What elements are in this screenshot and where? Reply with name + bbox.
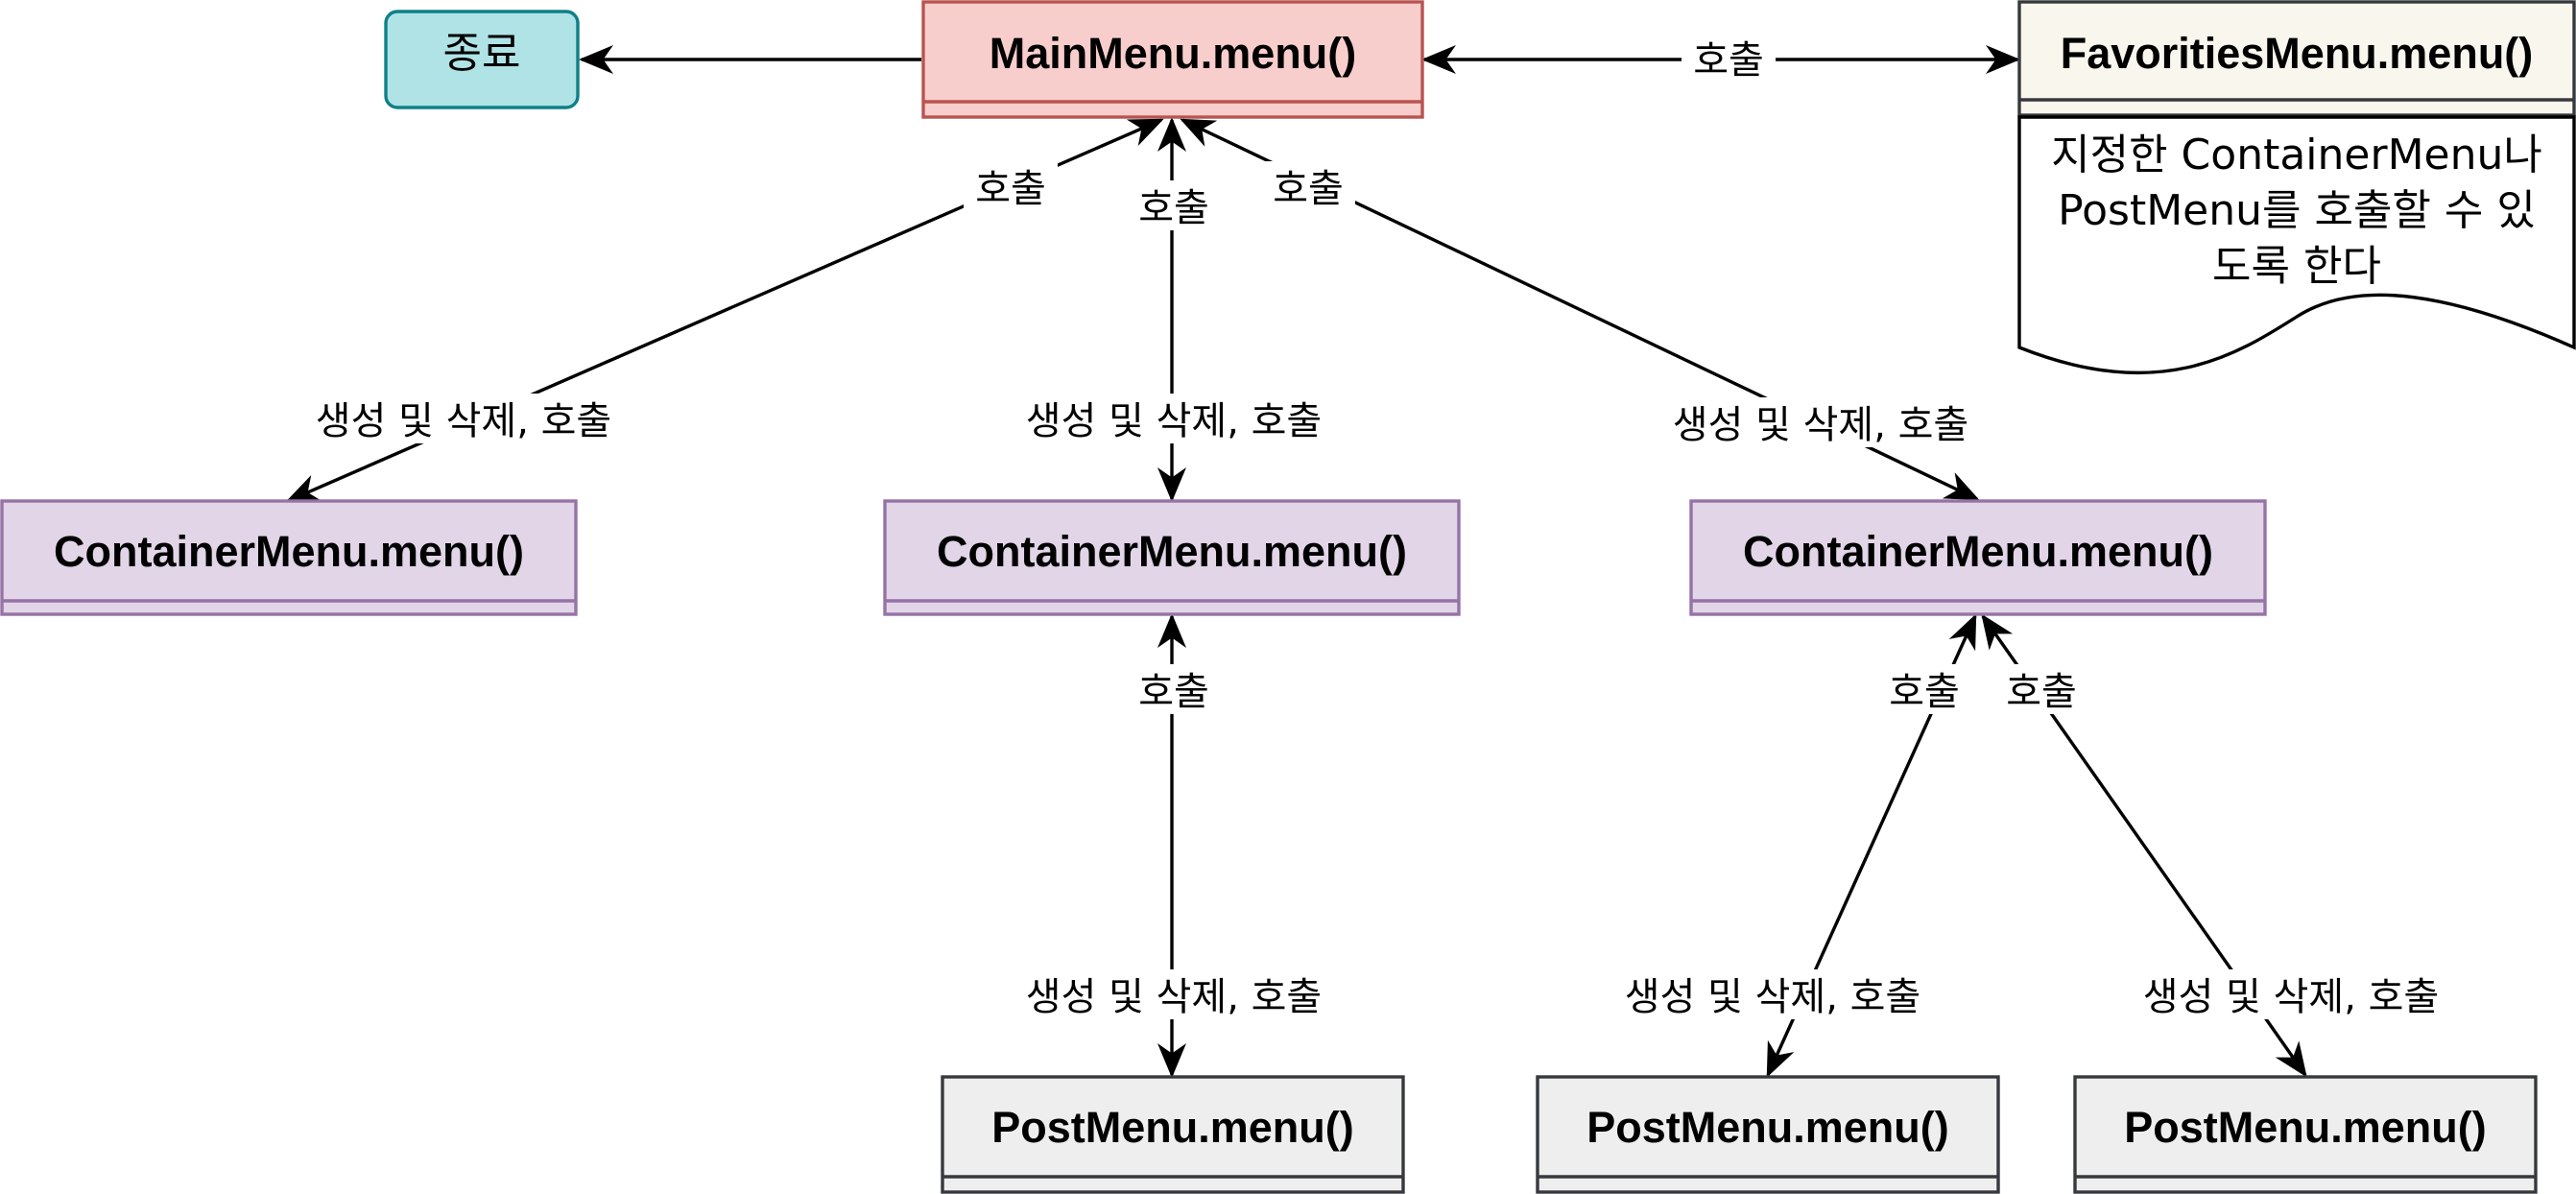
favorites-menu-label: FavoritiesMenu.menu()	[2061, 29, 2534, 78]
edge-labels: 호출 호출 생성 및 삭제, 호출 호출 생성 및 삭제, 호출 호출 생성 및…	[290, 35, 2465, 1019]
exit-node-box	[384, 10, 580, 109]
container-menu-node[interactable]: ContainerMenu.menu()	[0, 499, 578, 616]
edge-label-container-3-create: 생성 및 삭제, 호출	[1673, 403, 1968, 447]
edge-label-post-2-create: 생성 및 삭제, 호출	[1625, 975, 1920, 1019]
container-menu-box	[1689, 499, 2267, 616]
edge-label-post-3-call: 호출	[2006, 670, 2077, 714]
container-menu-node[interactable]: ContainerMenu.menu()	[883, 499, 1461, 616]
main-menu-node[interactable]: MainMenu.menu()	[921, 0, 1424, 119]
exit-node[interactable]: 종료	[384, 10, 580, 109]
main-menu-box	[921, 0, 1424, 119]
post-menu-node[interactable]: PostMenu.menu()	[2073, 1075, 2538, 1194]
edge-label-container-2-call: 호출	[1138, 186, 1209, 230]
container-menu-label: ContainerMenu.menu()	[1743, 527, 2213, 576]
container-menu-node[interactable]: ContainerMenu.menu()	[1689, 499, 2267, 616]
favorites-note-line-3: 도록 한다	[2212, 242, 2381, 291]
container-menu-label: ContainerMenu.menu()	[54, 527, 524, 576]
favorites-note-line-1: 지정한 ContainerMenu나	[2051, 131, 2542, 179]
edge-label-post-1-call: 호출	[1138, 670, 1209, 714]
exit-node-label: 종료	[443, 29, 521, 78]
favorites-note-shape	[2017, 115, 2576, 375]
post-menu-box	[1536, 1075, 2000, 1194]
post-menu-box	[2073, 1075, 2538, 1194]
container-menu-label: ContainerMenu.menu()	[937, 527, 1407, 576]
edge-label-container-3-call: 호출	[1273, 167, 1344, 211]
edge-label-post-3-create: 생성 및 삭제, 호출	[2143, 975, 2439, 1019]
favorites-note-line-2: PostMenu를 호출할 수 있	[2058, 186, 2536, 235]
edge-label-main-favorites: 호출	[1693, 38, 1764, 83]
post-menu-box	[941, 1075, 1405, 1194]
edge-label-container-1-call: 호출	[975, 167, 1046, 211]
edge-label-container-2-create: 생성 및 삭제, 호출	[1026, 399, 1322, 443]
post-menu-node[interactable]: PostMenu.menu()	[1536, 1075, 2000, 1194]
favorites-note: 지정한 ContainerMenu나 PostMenu를 호출할 수 있 도록 …	[2017, 115, 2576, 375]
edge-label-post-1-create: 생성 및 삭제, 호출	[1026, 975, 1322, 1019]
main-menu-label: MainMenu.menu()	[990, 29, 1356, 78]
favorites-menu-node[interactable]: FavoritiesMenu.menu()	[2017, 0, 2576, 117]
favorites-menu-box	[2017, 0, 2576, 117]
edge-label-post-2-call: 호출	[1889, 670, 1960, 714]
edge-label-container-1-create: 생성 및 삭제, 호출	[316, 399, 611, 443]
post-menu-label: PostMenu.menu()	[991, 1103, 1354, 1152]
post-menu-label: PostMenu.menu()	[1586, 1103, 1949, 1152]
container-menu-box	[0, 499, 578, 616]
post-menu-label: PostMenu.menu()	[2124, 1103, 2487, 1152]
post-menu-node[interactable]: PostMenu.menu()	[941, 1075, 1405, 1194]
container-menu-box	[883, 499, 1461, 616]
